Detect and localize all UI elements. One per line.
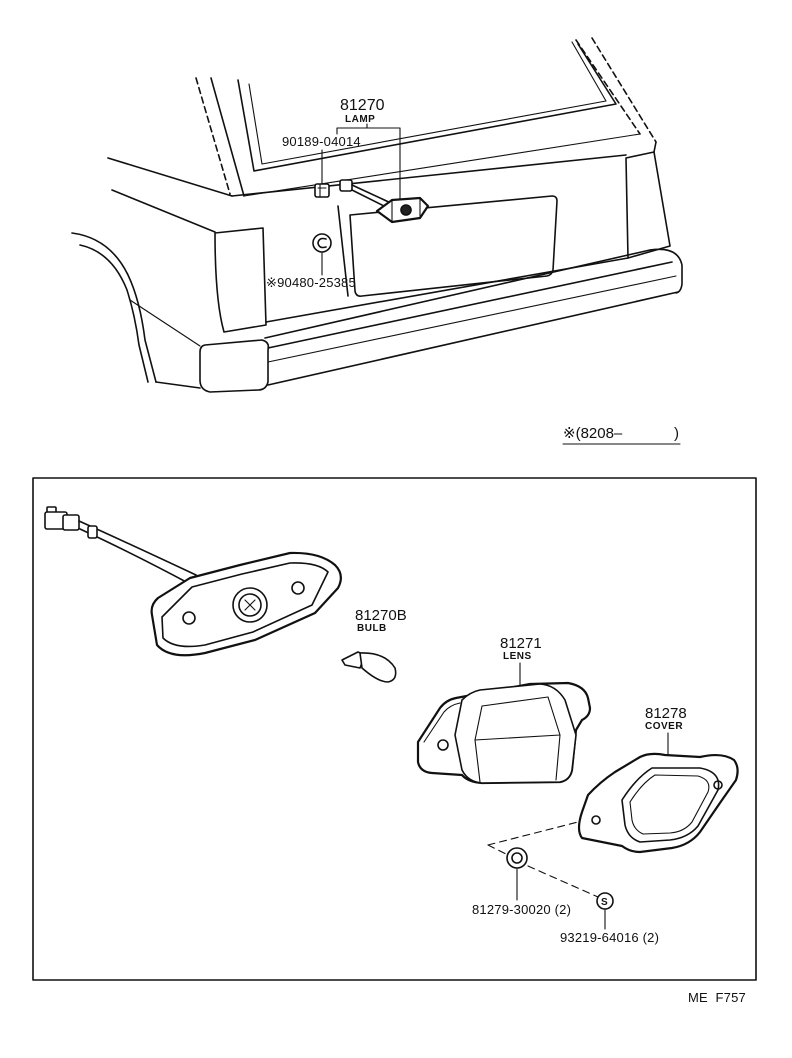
detail-screw-part-number: 93219-64016 (2) — [560, 930, 659, 945]
top-lamp-detail — [391, 197, 421, 223]
lamp-leader-bracket — [336, 123, 401, 200]
bulb-socket-inner — [238, 593, 262, 617]
license-plate-recess — [349, 195, 558, 297]
bumper-left-end-cap — [199, 339, 270, 393]
lens-name: LENS — [503, 651, 532, 662]
detail-grommet-part-number: 81279-30020 (2) — [472, 902, 571, 917]
body-lower-edge — [155, 381, 201, 389]
base-hole-right — [291, 581, 305, 595]
screw-bracket-detail — [317, 183, 327, 198]
detail-screw-part: S 93219-64016 (2) — [560, 892, 659, 945]
top-grommet-part — [312, 233, 332, 253]
bumper-top-back — [264, 249, 651, 339]
lens-body — [454, 683, 577, 784]
left-tail-light — [214, 227, 267, 333]
wire-clip — [87, 525, 98, 539]
base-hole-left — [182, 611, 196, 625]
lamp-base-plate — [150, 551, 342, 657]
right-pillar-dashed-b — [591, 37, 657, 143]
lamp-name: LAMP — [345, 114, 375, 125]
screw-callout: 90189-04014 — [282, 134, 361, 184]
detail-grommet-part: 81279-30020 (2) — [472, 847, 571, 917]
lamp-base-assembly — [44, 506, 342, 657]
lamp-callout: 81270 LAMP — [336, 97, 401, 200]
lens-hole — [437, 739, 449, 751]
lens-flange-rim — [423, 702, 461, 743]
top-grommet-outer — [312, 233, 332, 253]
lens-part-number: 81271 — [500, 635, 542, 652]
cover-hole-left — [591, 815, 601, 825]
detail-grommet-inner — [511, 852, 523, 864]
bulb-part: 81270B BULB — [341, 607, 407, 683]
cover-part: 81278 COVER — [577, 705, 739, 854]
detail-frame — [32, 477, 757, 981]
tailgate-top-edge-2 — [243, 133, 641, 197]
assembly-dash-line-upper — [487, 821, 579, 846]
right-tail-light — [625, 151, 671, 259]
grommet-callout: ※90480-25385 — [266, 252, 356, 290]
top-lamp-socket — [400, 204, 412, 216]
top-lamp-assembly — [339, 179, 430, 224]
bulb-part-number: 81270B — [355, 607, 407, 624]
cover-opening — [621, 767, 720, 843]
top-screw-part — [314, 183, 330, 198]
bumper-bottom — [267, 291, 679, 386]
bulb-glass — [359, 652, 397, 683]
grommet-part-number: ※90480-25385 — [266, 275, 356, 290]
rear-window-outer — [237, 43, 617, 172]
body-side-line-lower — [111, 189, 216, 233]
cover-part-number: 81278 — [645, 705, 687, 722]
assembly-dash-line-lower — [487, 844, 599, 898]
detail-grommet-outer — [506, 847, 528, 869]
applicability-note-end: ) — [674, 425, 679, 442]
body-side-line-upper — [107, 157, 233, 197]
wheel-arch-outer — [71, 232, 157, 383]
top-grommet-inner — [317, 237, 327, 249]
screw-symbol: S — [601, 897, 608, 908]
bumper-right-end — [649, 248, 683, 294]
applicability-note-start: ※(8208– — [563, 425, 623, 442]
vehicle-rear-view — [71, 37, 683, 393]
tailgate-top-edge — [231, 154, 627, 197]
bulb-socket-contacts — [244, 599, 256, 611]
cover-opening-inner — [629, 774, 710, 835]
wheel-arch-inner — [79, 244, 149, 383]
bumper-character-line — [267, 275, 677, 363]
left-pillar-line — [210, 77, 245, 197]
right-pillar-dashed-a — [575, 39, 641, 135]
bulb-name: BULB — [357, 623, 387, 634]
left-pillar-dashed — [195, 77, 231, 195]
figure-code: ME F757 — [688, 990, 746, 1005]
license-recess-lip — [337, 205, 349, 297]
screw-bracket — [314, 183, 330, 198]
screw-part-number: 90189-04014 — [282, 134, 361, 149]
cover-outer — [577, 752, 739, 854]
lamp-base-gasket — [161, 562, 329, 648]
screw-symbol-circle — [596, 892, 614, 910]
applicability-note: ※(8208– ) — [562, 425, 681, 445]
cover-hole-right — [713, 780, 723, 790]
lens-part: 81271 LENS — [416, 635, 592, 785]
right-body-edge — [653, 141, 657, 153]
rear-window-inner — [248, 41, 607, 165]
lamp-part-number: 81270 — [340, 97, 385, 114]
bumper-top-front — [267, 261, 673, 349]
cover-name: COVER — [645, 721, 683, 732]
lens-face-edges — [474, 696, 561, 783]
bulb-socket-outer — [232, 587, 268, 623]
rear-quarter-line — [129, 299, 201, 347]
top-connector — [339, 179, 353, 192]
detail-connector-body — [62, 514, 80, 531]
